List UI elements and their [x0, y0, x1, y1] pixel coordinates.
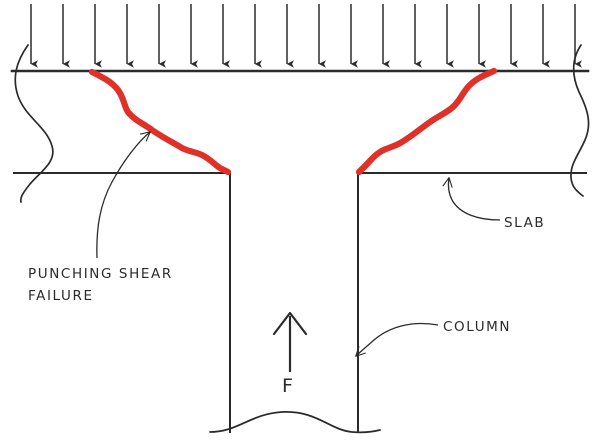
- leader-punching-shear: [96, 131, 151, 259]
- up-arrow-head-icon: [272, 311, 308, 336]
- punching-shear-label-line1: PUNCHING SHEAR: [28, 266, 173, 282]
- column-label: COLUMN: [443, 319, 511, 335]
- break-lines-group: [14, 44, 590, 434]
- break-line-right-icon: [570, 44, 590, 197]
- slab-column-outline: [10, 69, 590, 433]
- leader-lines-group: [96, 131, 501, 357]
- crack-left: [88, 68, 232, 176]
- punching-shear-label-line2: FAILURE: [28, 288, 94, 304]
- distributed-load-arrows: [30, 4, 582, 68]
- reaction-force-arrow: [272, 311, 308, 372]
- break-line-column-bottom-icon: [209, 411, 381, 434]
- slab-label: SLAB: [504, 215, 545, 231]
- text-labels-group: PUNCHING SHEAR FAILURE SLAB COLUMN F: [28, 215, 545, 397]
- force-label: F: [282, 375, 294, 397]
- leader-slab: [442, 177, 501, 221]
- leader-column: [355, 322, 439, 357]
- punching-shear-cracks: [88, 67, 498, 176]
- crack-right: [355, 67, 498, 176]
- break-line-left-icon: [14, 44, 54, 203]
